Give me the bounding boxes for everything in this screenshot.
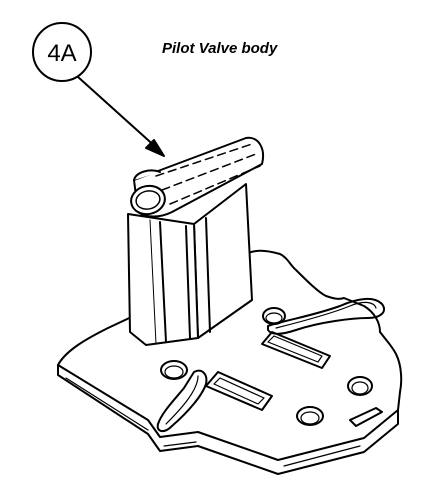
right-groove [267,298,386,335]
callout-circle [32,22,92,82]
leader-arrow [77,76,165,157]
left-groove [156,369,208,432]
base-plate-edge [57,364,399,475]
callout: 4A [32,22,92,82]
valve-tower [127,183,253,346]
callout-label: 4A [47,40,76,67]
caption-title: Pilot Valve body [162,40,278,57]
top-barrel [130,136,264,218]
slots [205,331,383,427]
